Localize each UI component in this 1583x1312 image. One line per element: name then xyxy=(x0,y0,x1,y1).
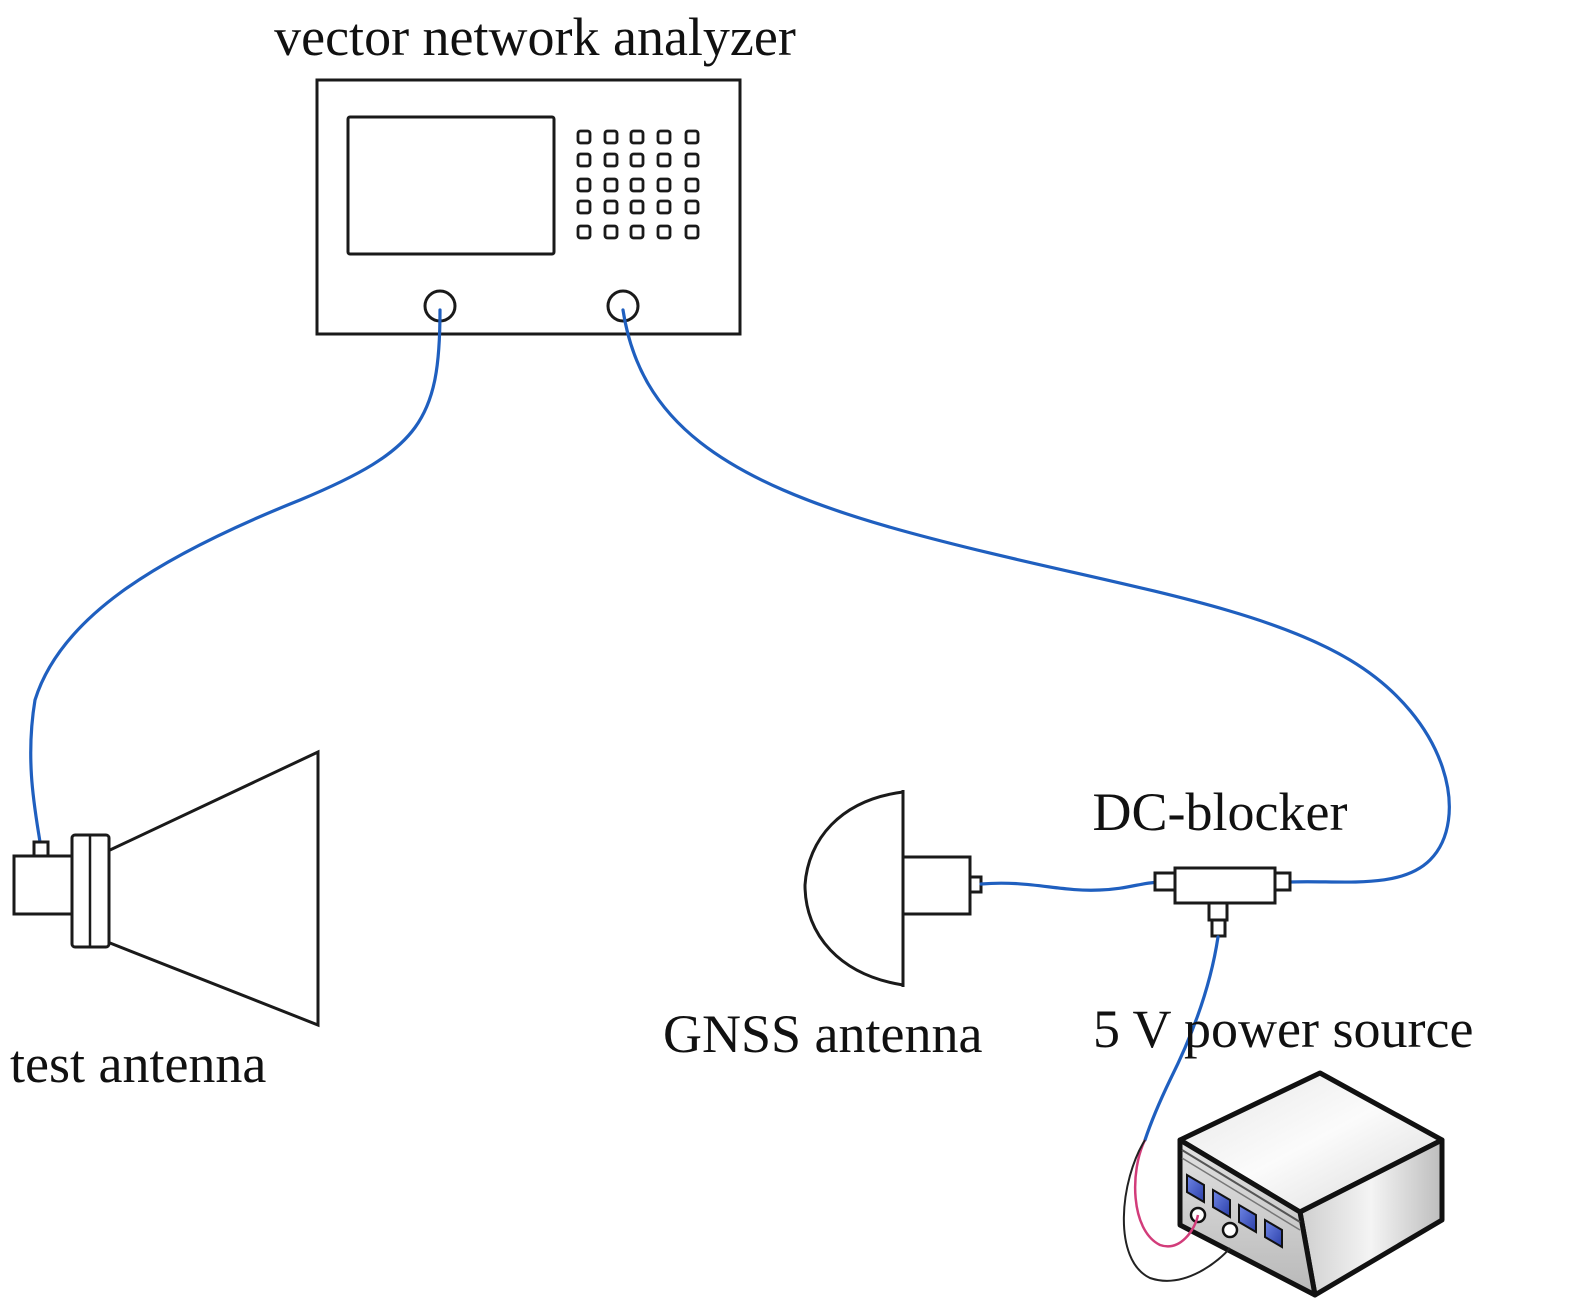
vna-key xyxy=(576,199,592,215)
dc-blocker-dc-connector xyxy=(1210,918,1227,938)
vna-body xyxy=(315,78,742,336)
vna-key xyxy=(629,199,645,215)
power-lead-red xyxy=(1133,1139,1200,1248)
dc-blocker-body xyxy=(1173,866,1277,905)
power-source-label: 5 V power source xyxy=(1093,999,1473,1059)
vna-key xyxy=(656,224,672,240)
dc-blocker-port-rf xyxy=(1273,871,1292,892)
dc-blocker-port-dc xyxy=(1207,901,1229,922)
vna-key xyxy=(576,129,592,145)
cable-port1-to-test-antenna xyxy=(29,308,442,844)
vna-key xyxy=(629,129,645,145)
cable-gnss-to-dc-blocker xyxy=(979,880,1167,892)
power-source xyxy=(1177,1070,1445,1298)
power-source-button xyxy=(1238,1203,1257,1234)
gnss-antenna-connector xyxy=(968,875,983,894)
vna-key xyxy=(684,199,700,215)
test-antenna xyxy=(12,749,320,1028)
power-source-button xyxy=(1264,1218,1283,1249)
vna-key xyxy=(684,224,700,240)
power-source-knob xyxy=(1221,1221,1239,1239)
vna-key xyxy=(603,152,619,168)
power-lead-black xyxy=(1122,1139,1231,1282)
vna-key xyxy=(576,152,592,168)
dc-blocker xyxy=(1153,866,1292,938)
vna-key xyxy=(603,199,619,215)
vna-key xyxy=(603,177,619,193)
vna-key xyxy=(629,152,645,168)
gnss-antenna xyxy=(803,790,983,987)
horn-icon xyxy=(109,749,320,1028)
vna-key xyxy=(684,177,700,193)
test-antenna-feed xyxy=(12,854,76,916)
test-antenna-label: test antenna xyxy=(10,1034,266,1094)
vna-key xyxy=(656,199,672,215)
vector-network-analyzer xyxy=(315,78,742,336)
vna-key xyxy=(656,177,672,193)
power-source-button xyxy=(1212,1188,1231,1219)
vna-key xyxy=(629,177,645,193)
vna-key xyxy=(684,129,700,145)
dome-icon xyxy=(803,790,905,987)
vna-key xyxy=(576,177,592,193)
power-source-buttons xyxy=(1186,1173,1283,1249)
dc-blocker-port-in xyxy=(1153,871,1177,892)
power-source-button xyxy=(1186,1173,1205,1204)
gnss-antenna-label: GNSS antenna xyxy=(663,1004,982,1064)
dc-blocker-label: DC-blocker xyxy=(1093,782,1348,842)
vna-port-2 xyxy=(606,289,640,323)
test-antenna-connector xyxy=(32,840,50,858)
vna-screen xyxy=(346,115,556,256)
vna-key xyxy=(603,224,619,240)
vna-key xyxy=(629,224,645,240)
vna-key xyxy=(656,129,672,145)
vna-key xyxy=(576,224,592,240)
cable-port2-to-dc-blocker xyxy=(621,308,1451,884)
vna-label: vector network analyzer xyxy=(274,7,796,67)
gnss-antenna-body xyxy=(901,855,972,916)
vna-key xyxy=(684,152,700,168)
vna-key xyxy=(656,152,672,168)
cable-dc-blocker-to-power xyxy=(1143,935,1220,1142)
vna-keypad xyxy=(576,129,700,240)
vna-key xyxy=(603,129,619,145)
